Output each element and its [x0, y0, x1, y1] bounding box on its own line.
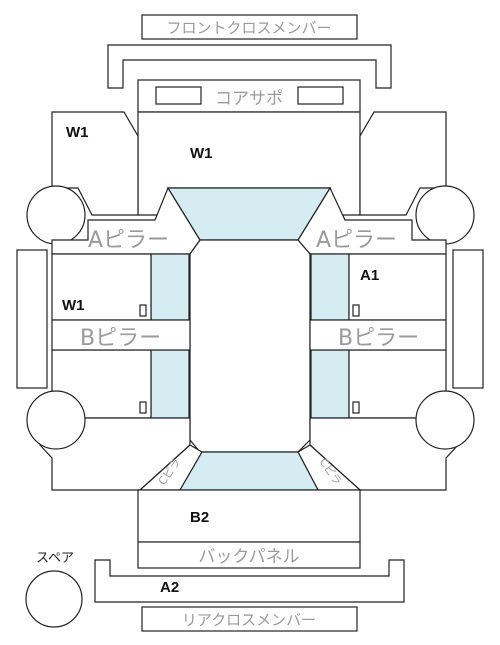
- right-front-door-handle: [352, 304, 360, 317]
- b-pillar-left[interactable]: [51, 319, 191, 351]
- right-rear-door-handle: [352, 401, 360, 414]
- back-panel[interactable]: [137, 541, 361, 569]
- trunk-grade: B2: [190, 509, 209, 526]
- right-front-window[interactable]: [310, 253, 350, 321]
- trunk[interactable]: [137, 489, 361, 543]
- spare-label: スペア: [36, 551, 74, 566]
- left-front-window[interactable]: [150, 253, 190, 321]
- rear-cross-member-label: リアクロスメンバー: [182, 611, 316, 629]
- rear-right-wheel[interactable]: [415, 390, 475, 450]
- left-rear-door-handle: [139, 401, 147, 414]
- hood-grade: W1: [190, 145, 213, 162]
- a-pillar-left-label: Aピラー: [88, 228, 169, 253]
- right-side-sill[interactable]: [452, 249, 484, 389]
- left-headlight[interactable]: [155, 86, 202, 105]
- right-front-door[interactable]: [348, 253, 447, 321]
- roof[interactable]: [189, 239, 311, 453]
- rear-panel-grade: A2: [160, 579, 179, 596]
- right-front-door-grade: A1: [360, 267, 379, 284]
- b-pillar-left-label: Bピラー: [80, 326, 161, 351]
- front-right-wheel[interactable]: [415, 185, 475, 245]
- right-rear-window[interactable]: [310, 349, 350, 419]
- rear-left-wheel[interactable]: [26, 390, 86, 450]
- b-pillar-right-label: Bピラー: [338, 326, 419, 351]
- front-cross-member-label: フロントクロスメンバー: [166, 19, 331, 37]
- front-left-fender-grade: W1: [66, 124, 89, 141]
- left-front-door[interactable]: [51, 253, 152, 321]
- front-left-wheel[interactable]: [26, 185, 86, 245]
- rear-window[interactable]: [178, 451, 319, 491]
- core-support-label: コアサポ: [215, 89, 283, 109]
- left-rear-window[interactable]: [150, 349, 190, 419]
- left-door-grade: W1: [62, 297, 85, 314]
- spare-tire[interactable]: [25, 570, 83, 628]
- a-pillar-right-label: Aピラー: [316, 228, 397, 253]
- left-side-sill[interactable]: [16, 249, 48, 389]
- left-front-door-handle: [139, 304, 147, 317]
- front-cross-member-bracket[interactable]: [107, 44, 392, 89]
- front-cross-member-box[interactable]: [141, 14, 358, 40]
- b-pillar-right[interactable]: [309, 319, 447, 351]
- back-panel-label: バックパネル: [198, 547, 299, 567]
- rear-bumper-bracket[interactable]: [94, 559, 405, 603]
- right-headlight[interactable]: [297, 86, 344, 105]
- rear-cross-member-box[interactable]: [141, 606, 358, 632]
